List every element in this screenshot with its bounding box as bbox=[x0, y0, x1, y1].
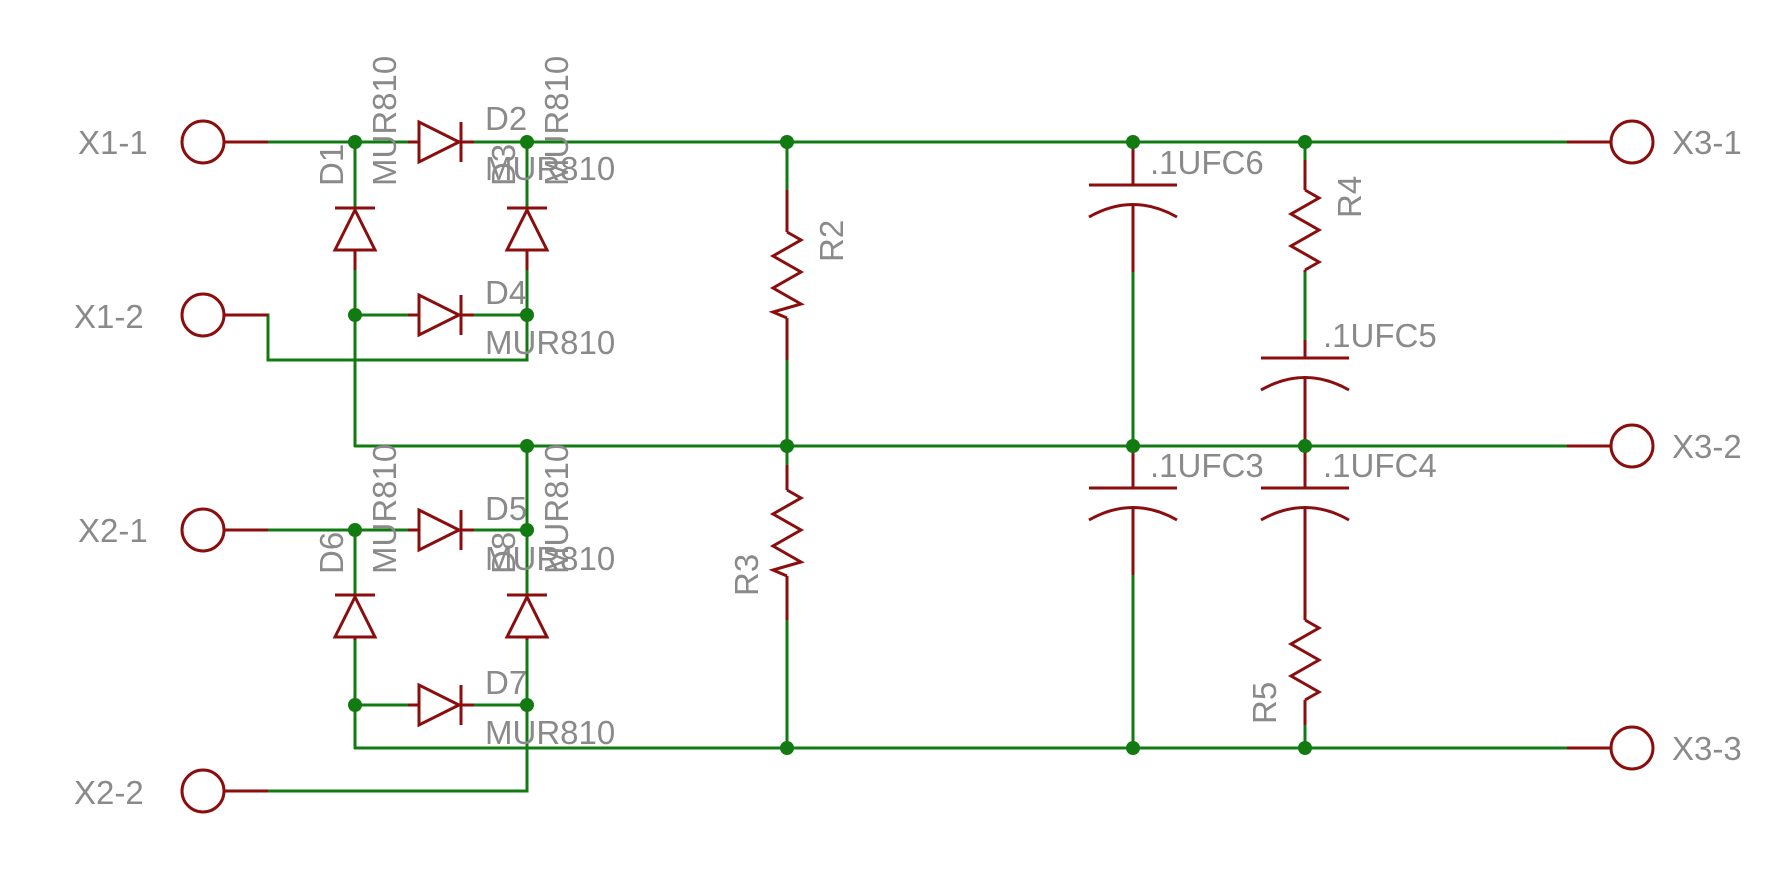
label-d5-ref: D5 bbox=[485, 490, 527, 527]
terminal-x3-1 bbox=[1609, 119, 1655, 165]
label-d2-value: MUR810 bbox=[485, 150, 615, 187]
junction bbox=[348, 698, 362, 712]
capacitor-c6 bbox=[1088, 142, 1178, 272]
connector-pins bbox=[180, 119, 1655, 814]
capacitors bbox=[1088, 142, 1350, 582]
diode-d8 bbox=[504, 593, 550, 640]
label-d1-value: MUR810 bbox=[366, 56, 403, 186]
label-d7-ref: D7 bbox=[485, 664, 527, 701]
label-x1-1: X1-1 bbox=[78, 124, 148, 161]
terminal-x1-1 bbox=[180, 119, 226, 165]
label-c5: .1UFC5 bbox=[1323, 317, 1437, 354]
diode-d2 bbox=[408, 119, 474, 165]
terminal-x3-2 bbox=[1609, 423, 1655, 469]
label-x2-2: X2-2 bbox=[74, 774, 144, 811]
diodes bbox=[332, 119, 550, 728]
label-c3: .1UFC3 bbox=[1150, 447, 1264, 484]
junction bbox=[1298, 439, 1312, 453]
label-x3-1: X3-1 bbox=[1672, 124, 1742, 161]
junction bbox=[780, 741, 794, 755]
label-d7-value: MUR810 bbox=[485, 714, 615, 751]
resistors bbox=[768, 160, 1323, 725]
junction bbox=[348, 308, 362, 322]
label-c4: .1UFC4 bbox=[1323, 447, 1437, 484]
diode-d4 bbox=[408, 292, 474, 338]
capacitor-labels: .1UFC6 .1UFC5 .1UFC3 .1UFC4 bbox=[1150, 144, 1437, 484]
label-r2: R2 bbox=[813, 220, 850, 262]
label-x2-1: X2-1 bbox=[78, 512, 148, 549]
junction bbox=[520, 308, 534, 322]
junction bbox=[520, 439, 534, 453]
label-d3-ref: D3 bbox=[485, 144, 522, 186]
label-d6-value: MUR810 bbox=[366, 444, 403, 574]
resistor-r3 bbox=[768, 465, 805, 620]
terminal-x3-3 bbox=[1609, 725, 1655, 771]
terminal-x2-1 bbox=[180, 507, 226, 553]
label-r4: R4 bbox=[1331, 176, 1368, 218]
junction bbox=[780, 135, 794, 149]
label-d5-value: MUR810 bbox=[485, 540, 615, 577]
label-x3-2: X3-2 bbox=[1672, 428, 1742, 465]
resistor-r4 bbox=[1287, 160, 1323, 272]
resistor-r2 bbox=[768, 190, 805, 360]
label-x1-2: X1-2 bbox=[74, 298, 144, 335]
diode-d6 bbox=[332, 593, 378, 640]
junction bbox=[348, 523, 362, 537]
label-r3: R3 bbox=[728, 554, 765, 596]
label-d6-ref: D6 bbox=[313, 532, 350, 574]
capacitor-c4 bbox=[1260, 446, 1350, 582]
junctions bbox=[348, 135, 1312, 755]
junction bbox=[780, 439, 794, 453]
junction bbox=[1126, 135, 1140, 149]
resistor-r5 bbox=[1287, 582, 1323, 725]
junction bbox=[520, 698, 534, 712]
terminal-x2-2 bbox=[180, 768, 226, 814]
diode-d5 bbox=[408, 507, 474, 553]
label-d4-ref: D4 bbox=[485, 274, 527, 311]
label-d8-value: MUR810 bbox=[538, 444, 575, 574]
junction bbox=[1126, 741, 1140, 755]
junction bbox=[1298, 135, 1312, 149]
label-r5: R5 bbox=[1246, 682, 1283, 724]
label-d3-value: MUR810 bbox=[538, 56, 575, 186]
junction bbox=[1126, 439, 1140, 453]
terminal-x1-2 bbox=[180, 292, 226, 338]
diode-d1 bbox=[332, 206, 378, 270]
label-d4-value: MUR810 bbox=[485, 324, 615, 361]
diode-labels: D2 MUR810 D4 MUR810 D5 MUR810 D7 MUR810 … bbox=[313, 56, 615, 751]
junction bbox=[520, 523, 534, 537]
wire-x1-2 bbox=[236, 313, 529, 362]
diode-d3 bbox=[504, 206, 550, 270]
label-c6: .1UFC6 bbox=[1150, 144, 1264, 181]
junction bbox=[520, 135, 534, 149]
capacitor-c5 bbox=[1260, 340, 1350, 446]
label-d1-ref: D1 bbox=[313, 144, 350, 186]
label-d8-ref: D8 bbox=[485, 532, 522, 574]
label-d2-ref: D2 bbox=[485, 100, 527, 137]
diode-d7 bbox=[408, 682, 474, 728]
label-x3-3: X3-3 bbox=[1672, 730, 1742, 767]
wire-x2-2 bbox=[236, 703, 529, 793]
connector-labels: X1-1 X1-2 X2-1 X2-2 X3-1 X3-2 X3-3 bbox=[74, 124, 1742, 811]
junction bbox=[1298, 741, 1312, 755]
junction bbox=[348, 135, 362, 149]
resistor-labels: R2 R3 R4 R5 bbox=[728, 176, 1368, 724]
